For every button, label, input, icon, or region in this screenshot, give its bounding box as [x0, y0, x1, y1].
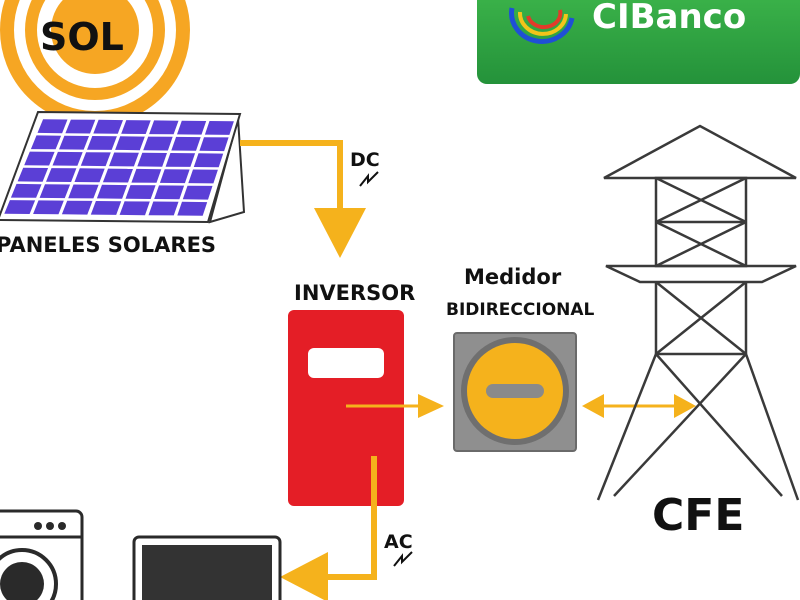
panel-cell: [80, 152, 111, 167]
meter-grid-bidirectional-arrow: [582, 394, 696, 418]
panel-cell: [131, 168, 162, 183]
panel-cell: [17, 167, 49, 182]
panel-cell: [93, 119, 123, 134]
panel-cell: [102, 168, 133, 183]
panel-cell: [37, 119, 68, 134]
panel-cells: [4, 119, 234, 216]
dc-bolt-icon: [359, 171, 379, 187]
panel-cell: [115, 136, 145, 151]
panel-cell: [159, 169, 190, 184]
dc-label: DC: [350, 149, 380, 171]
panel-cell: [61, 200, 93, 215]
panel-cell: [171, 136, 201, 151]
cibanco-logo: CIBanco: [477, 0, 800, 84]
panel-cell: [182, 185, 213, 200]
panel-cell: [125, 185, 156, 199]
panel-cell: [30, 135, 62, 150]
panel-cell: [65, 119, 96, 134]
solar-panel-icon: [0, 110, 246, 224]
panels-label: PANELES SOLARES: [0, 233, 216, 257]
panel-cell: [137, 152, 167, 167]
inverter-label: INVERSOR: [294, 281, 415, 305]
panel-cell: [188, 169, 218, 184]
panel-cell: [74, 168, 105, 183]
dc-flow-arrow: [240, 140, 366, 258]
inverter-icon: [288, 310, 404, 506]
panel-cell: [46, 168, 77, 182]
panel-cell: [154, 185, 185, 200]
grid-label: CFE: [652, 490, 744, 541]
sun-label: SOL: [40, 15, 124, 59]
panel-cell: [59, 135, 89, 150]
panel-cell: [24, 151, 55, 166]
panel-cell: [10, 183, 42, 198]
bidirectional-meter-icon: [453, 332, 577, 452]
washing-machine-icon: [0, 509, 84, 600]
panel-cell: [119, 201, 150, 216]
brand-name: CIBanco: [592, 0, 746, 37]
meter-subtitle: BIDIRECCIONAL: [446, 300, 595, 320]
panel-cell: [199, 137, 229, 152]
meter-title: Medidor: [464, 265, 562, 289]
television-icon: [132, 535, 282, 600]
panel-cell: [193, 153, 224, 168]
ac-label: AC: [384, 531, 413, 553]
panel-cell: [96, 184, 128, 199]
inverter-to-meter-arrow: [346, 394, 444, 418]
panel-cell: [52, 151, 83, 166]
panel-cell: [143, 136, 173, 151]
panel-cell: [87, 136, 117, 150]
panel-cell: [33, 200, 64, 215]
panel-cell: [165, 153, 196, 167]
panel-cell: [149, 120, 179, 135]
panel-cell: [4, 200, 36, 214]
panel-cell: [90, 201, 122, 215]
panel-cell: [177, 120, 207, 135]
panel-cell: [148, 201, 179, 216]
panel-cell: [177, 201, 208, 216]
panel-cell: [109, 152, 139, 167]
panel-cell: [39, 184, 71, 199]
panel-cell: [121, 120, 151, 134]
ac-flow-arrow: [280, 456, 377, 600]
panel-cell: [204, 121, 234, 135]
ac-bolt-icon: [393, 551, 413, 567]
transmission-tower-icon: [596, 124, 800, 501]
panel-cell: [68, 184, 99, 199]
